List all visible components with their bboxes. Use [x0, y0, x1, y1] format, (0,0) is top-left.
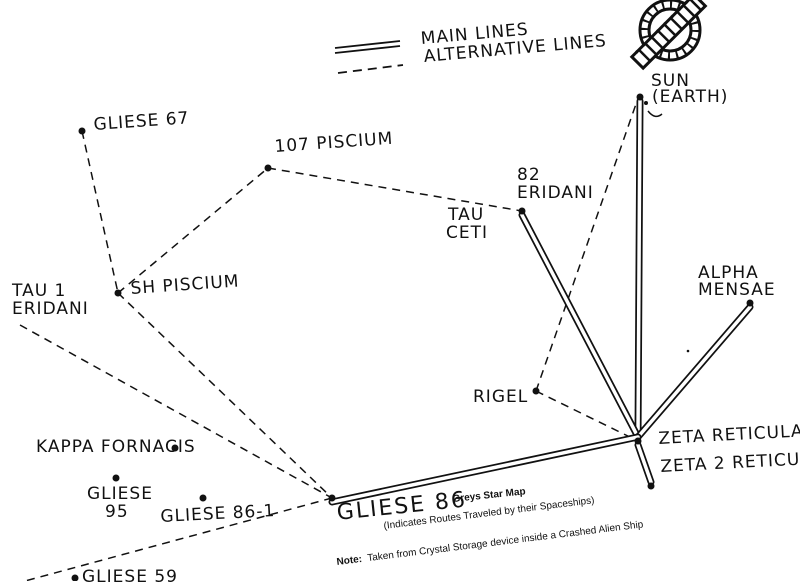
main-route-inner-z1-z2	[636, 443, 653, 484]
stray-mark	[686, 349, 690, 353]
star-dot-z2	[647, 482, 655, 490]
star-dot-sh	[114, 289, 122, 297]
star-dot-g59	[71, 574, 79, 581]
star-label-gliese-95-2: 95	[105, 502, 129, 522]
star-label-alpha-mensae-2: MENSAE	[698, 280, 776, 300]
main-route-inner-am-z1	[636, 305, 752, 439]
star-label-tau-ceti-2: CETI	[446, 223, 489, 243]
star-dot-rig	[532, 387, 540, 395]
star-label-tau-1-eridani-1: TAU 1	[12, 281, 67, 301]
star-label-rigel: RIGEL	[473, 387, 529, 407]
star-label-gliese-95-1: GLIESE	[87, 484, 153, 504]
legend-main-line-1	[334, 40, 401, 49]
legend-main-line-2	[334, 45, 401, 54]
star-label-sun: SUN	[651, 71, 690, 91]
alternative-route-tau1-g86	[19, 324, 333, 499]
alternative-route-g86-offmap	[24, 497, 333, 581]
star-dot-z1	[634, 437, 642, 445]
star-dot-g95	[112, 474, 120, 482]
main-route-inner-g86-z1	[330, 435, 640, 504]
alternative-route-sh-g86	[117, 292, 333, 499]
alternative-route-g67-sh	[81, 130, 119, 294]
star-dot-e82	[518, 207, 526, 215]
earth-dot	[644, 101, 648, 105]
alternative-route-rig-z1	[535, 390, 639, 442]
star-label-earth: (EARTH)	[652, 87, 729, 107]
greys-emblem-icon	[629, 0, 708, 71]
star-label-82-eridani-1: 82	[517, 165, 541, 185]
star-dot-am	[746, 299, 754, 307]
star-dot-g67	[78, 127, 86, 135]
alternative-route-p107-e82	[267, 167, 523, 212]
star-dot-kf	[171, 444, 179, 452]
legend-alternative-line	[337, 64, 404, 74]
star-dot-g861	[199, 494, 207, 502]
star-dot-g86	[328, 494, 336, 502]
star-label-gliese-59: GLIESE 59	[82, 567, 178, 587]
star-label-alpha-mensae-1: ALPHA	[698, 263, 759, 283]
earth-arrow-icon	[647, 110, 663, 118]
star-label-82-eridani-2: ERIDANI	[517, 183, 594, 203]
main-route-inner-e82-z1	[520, 213, 640, 439]
star-label-tau-ceti-1: TAU	[448, 205, 485, 225]
alternative-route-rig-sun	[535, 103, 637, 392]
star-dot-sun	[636, 93, 644, 101]
star-label-tau-1-eridani-2: ERIDANI	[12, 299, 89, 319]
main-route-inner-sun-z1	[636, 99, 642, 439]
alternative-route-sh-p107	[117, 167, 269, 294]
star-dot-p107	[264, 164, 272, 172]
star-label-kappa-fornacis: KAPPA FORNACIS	[36, 437, 196, 457]
